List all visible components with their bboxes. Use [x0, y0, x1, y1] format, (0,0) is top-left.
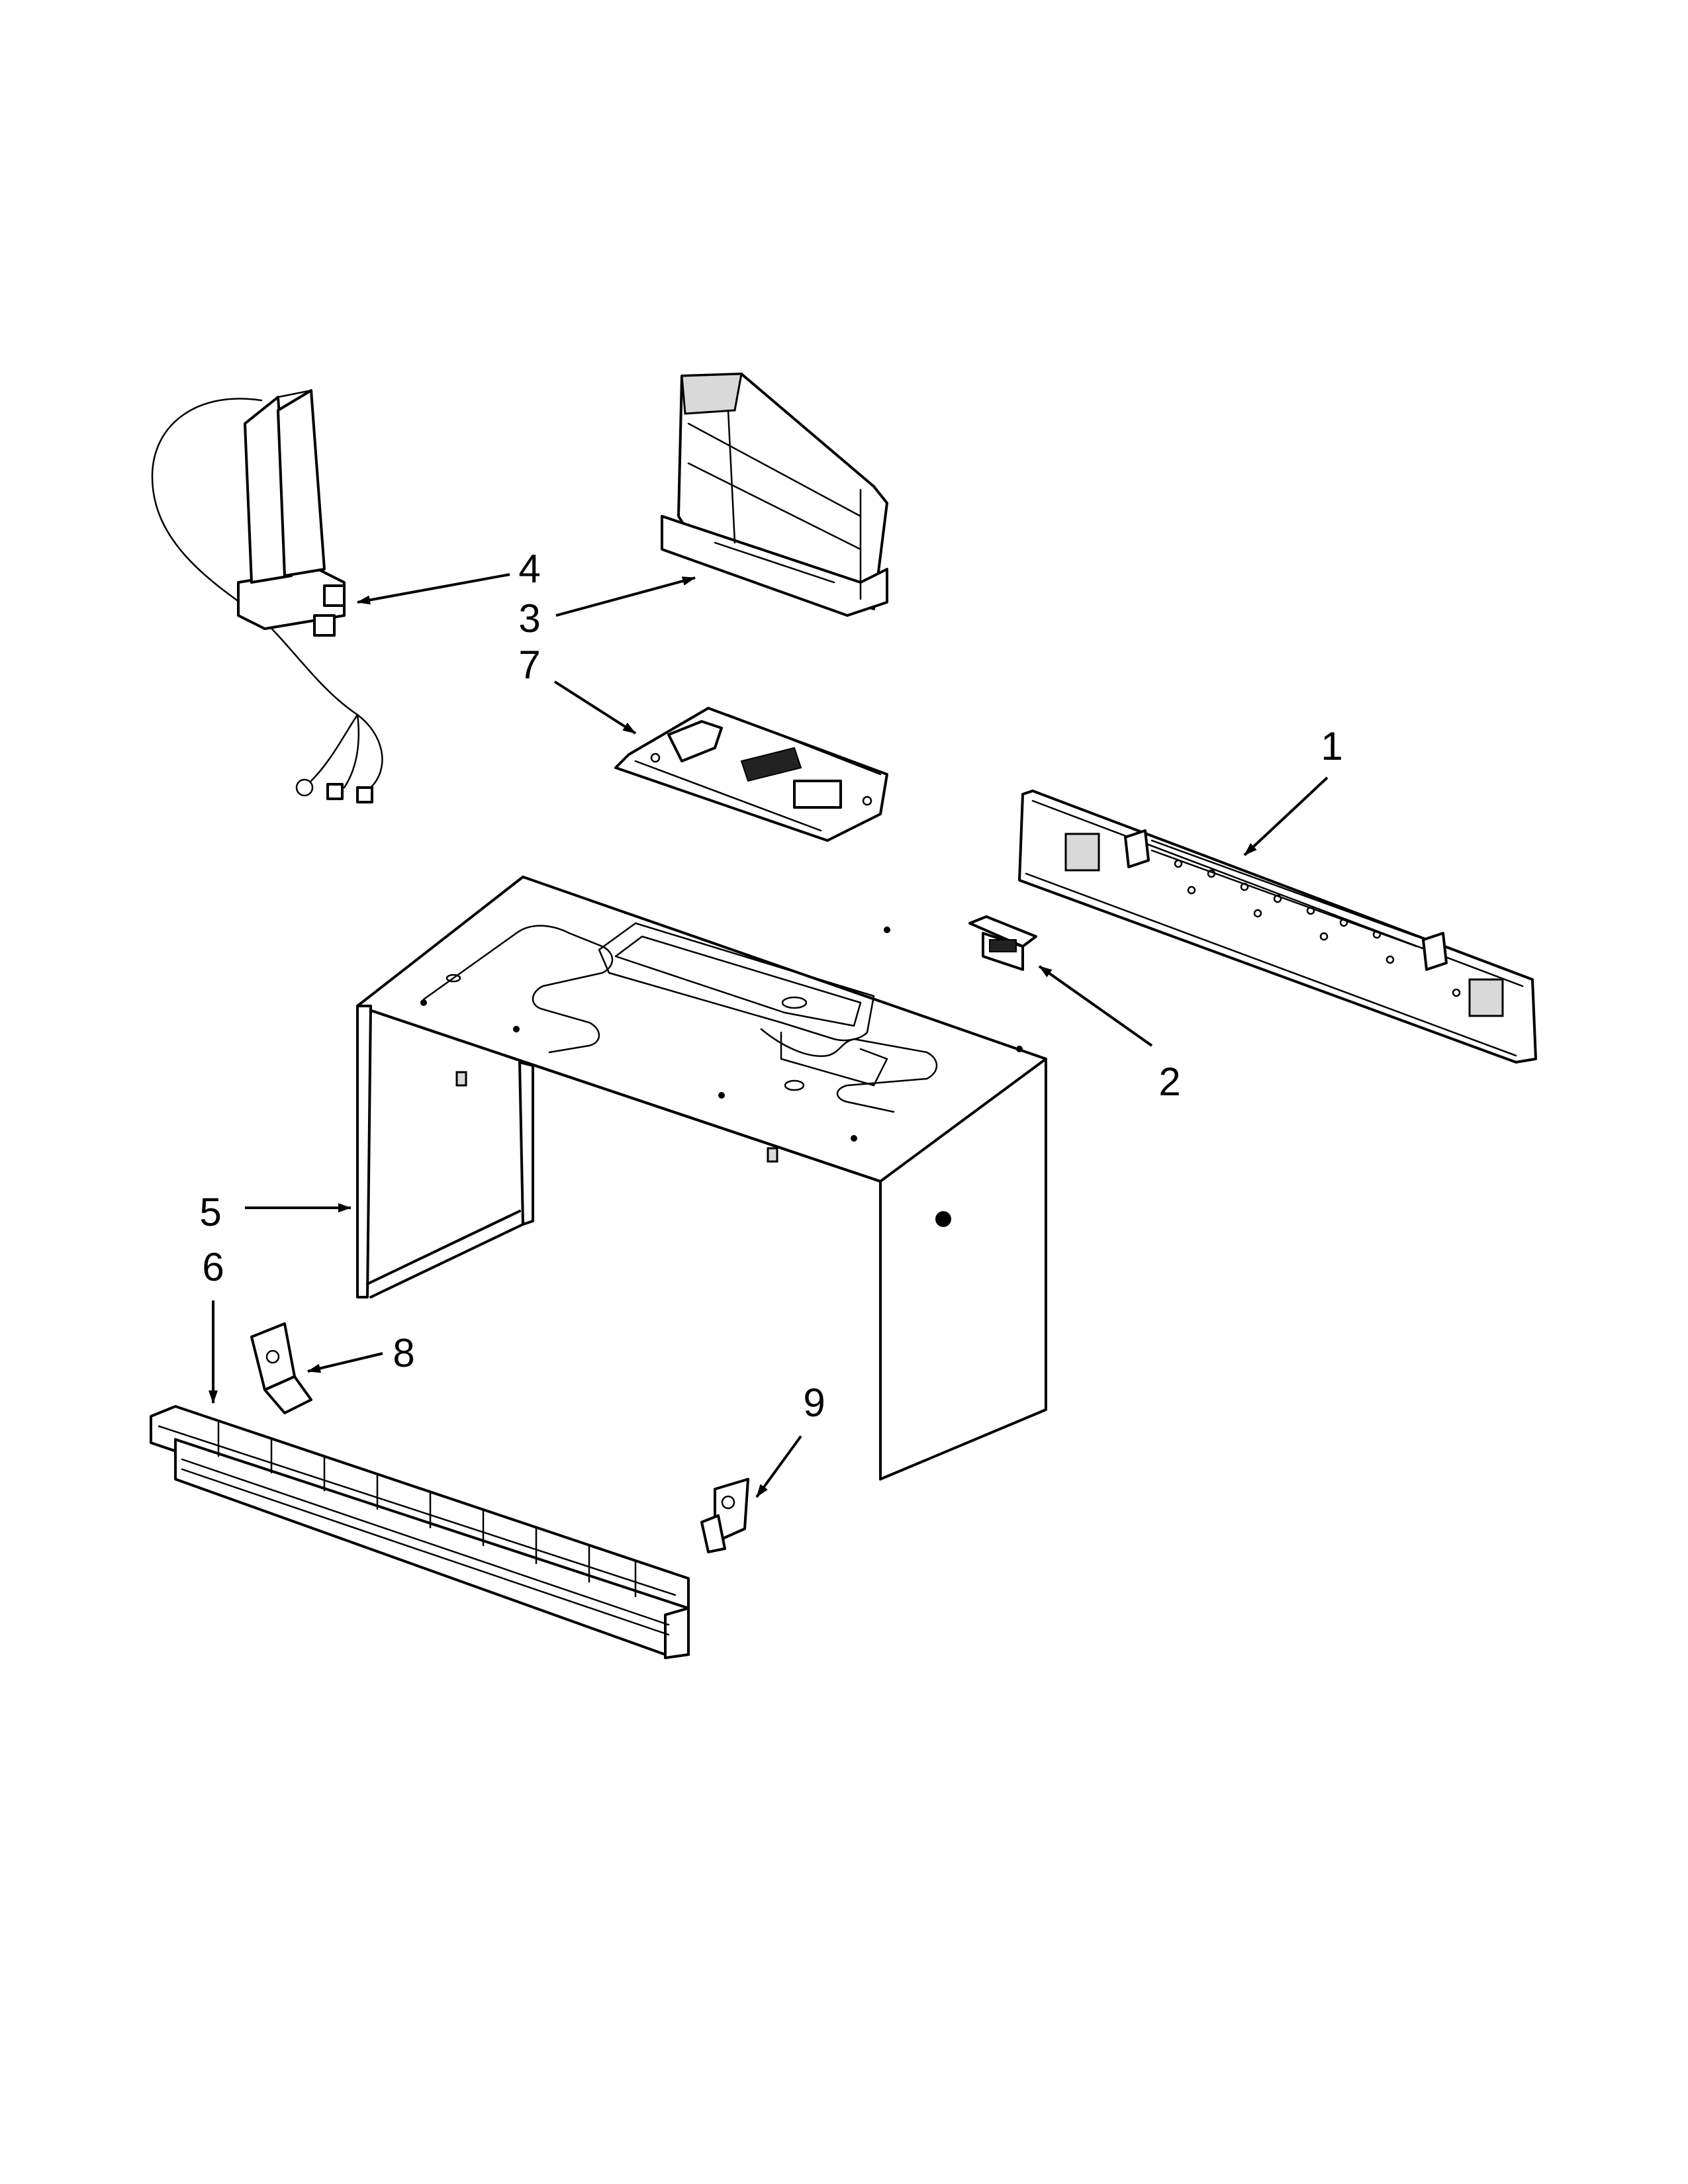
small-bracket-part	[968, 915, 1037, 971]
callout-label-4: 4	[518, 547, 540, 591]
callout-label-1: 1	[1321, 724, 1342, 768]
leader-2	[1038, 965, 1153, 1047]
mounting-rail-part	[1018, 790, 1537, 1064]
callout-label-5: 5	[199, 1190, 221, 1234]
leader-1	[1243, 776, 1329, 856]
leader-3	[555, 576, 696, 617]
front-vent-bar-part	[150, 1405, 690, 1659]
callout-label-3: 3	[518, 596, 540, 641]
callout-leaders	[209, 573, 1329, 1498]
callout-label-8: 8	[393, 1331, 414, 1375]
callout-label-6: 6	[202, 1245, 224, 1289]
control-bracket-part	[614, 707, 888, 842]
cabinet-wrapper-part	[356, 876, 1047, 1480]
leader-8	[307, 1352, 383, 1373]
callout-labels: 1 2 3 4 5 6 7 8 9	[199, 547, 1342, 1425]
callout-label-2: 2	[1158, 1060, 1180, 1104]
clip-part-left	[250, 1322, 312, 1414]
leader-4	[357, 573, 510, 605]
leader-7	[553, 680, 637, 735]
vent-grille-part	[661, 373, 888, 617]
callout-label-7: 7	[518, 643, 540, 687]
clip-part-right	[700, 1478, 749, 1553]
power-cord-part	[151, 389, 383, 803]
callout-label-9: 9	[803, 1381, 825, 1425]
leader-9	[755, 1435, 802, 1498]
